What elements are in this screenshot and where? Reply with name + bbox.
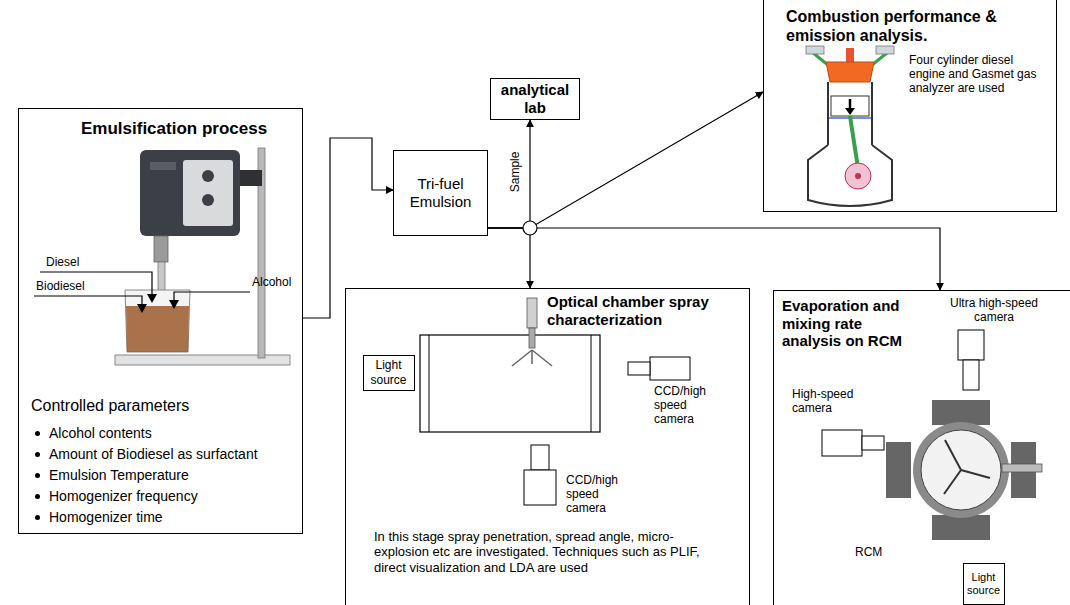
node-title: Combustion performance & emission analys… bbox=[786, 8, 1048, 46]
node-text: Homogenizer time bbox=[49, 509, 299, 526]
process-box: analytical lab bbox=[490, 78, 580, 120]
node-title: Optical chamber spray characterization bbox=[547, 293, 747, 328]
node-text: In this stage spray penetration, spread … bbox=[374, 529, 719, 575]
flow-arrow bbox=[488, 228, 530, 288]
optical-chamber-illustration bbox=[420, 298, 690, 505]
node-text: Homogenizer frequency bbox=[49, 488, 299, 505]
process-panel: Evaporation and mixing rate analysis on … bbox=[773, 290, 1070, 605]
homogenizer-illustration bbox=[34, 148, 290, 365]
process-panel: Emulsification processControlled paramet… bbox=[18, 108, 303, 534]
process-panel: Combustion performance & emission analys… bbox=[763, 0, 1057, 212]
bullet-dot bbox=[35, 431, 40, 436]
process-box: Tri-fuel Emulsion bbox=[393, 150, 488, 236]
flow-arrow bbox=[488, 228, 940, 290]
fuel-label: Biodiesel bbox=[36, 280, 126, 294]
node-text: Amount of Biodiesel as surfactant bbox=[49, 446, 299, 463]
node-text: Controlled parameters bbox=[31, 397, 291, 416]
node-title: analytical lab bbox=[494, 81, 576, 116]
fuel-label: Diesel bbox=[46, 256, 126, 270]
bullet-dot bbox=[35, 473, 40, 478]
camera-label: Ultra high-speed camera bbox=[938, 297, 1050, 325]
node-title: Evaporation and mixing rate analysis on … bbox=[782, 297, 909, 350]
node-text: Alcohol contents bbox=[49, 425, 299, 442]
bullet-dot bbox=[35, 494, 40, 499]
part-label: RCM bbox=[855, 546, 895, 560]
camera-label: High-speed camera bbox=[792, 388, 870, 416]
flow-arrow bbox=[488, 120, 530, 228]
camera-label: CCD/high speed camera bbox=[566, 474, 628, 515]
bullet-dot bbox=[35, 452, 40, 457]
process-panel: Optical chamber spray characterizationIn… bbox=[345, 288, 750, 605]
node-title: Tri-fuel Emulsion bbox=[397, 175, 484, 210]
edge-label: Sample bbox=[509, 152, 523, 193]
node-text: Emulsion Temperature bbox=[49, 467, 299, 484]
camera-label: CCD/high speed camera bbox=[654, 385, 716, 426]
node-title: Light source bbox=[967, 571, 1001, 597]
node-text: Four cylinder diesel engine and Gasmet g… bbox=[909, 53, 1047, 95]
engine-illustration bbox=[806, 46, 894, 206]
light-source-box: Light source bbox=[363, 355, 415, 391]
flow-arrow bbox=[303, 138, 393, 318]
light-source-box: Light source bbox=[963, 563, 1005, 605]
bullet-dot bbox=[35, 515, 40, 520]
node-title: Emulsification process bbox=[81, 119, 296, 139]
rcm-illustration bbox=[822, 330, 1042, 540]
node-title: Light source bbox=[367, 358, 411, 386]
junction-circle bbox=[523, 221, 537, 235]
fuel-label: Alcohol bbox=[252, 276, 312, 290]
